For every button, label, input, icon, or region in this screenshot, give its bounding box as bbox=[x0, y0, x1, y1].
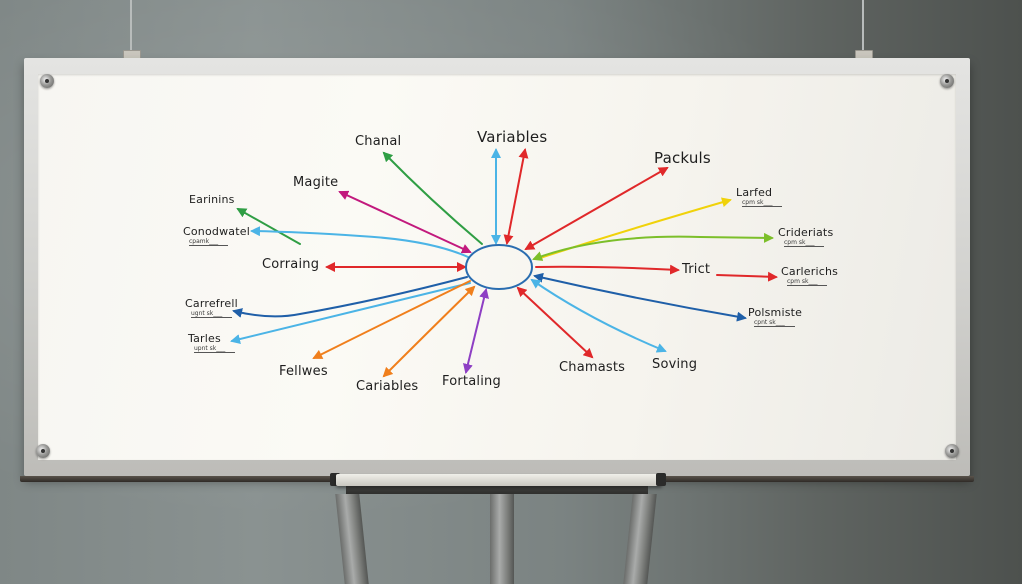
arrow-to-polsmiste bbox=[533, 272, 747, 322]
easel-tray-cap-left bbox=[330, 473, 340, 486]
node-sublabel-polsmiste: cpnt sk___ bbox=[754, 319, 795, 327]
node-sublabel-carrefrell: ugnt sk___ bbox=[191, 310, 233, 318]
node-label-chamasts: Chamasts bbox=[559, 360, 626, 375]
arrow-trict-to-carlerichs bbox=[716, 271, 778, 282]
arrow-to-tarles bbox=[230, 282, 471, 344]
node-label-carlerichs: Carlerichs bbox=[781, 265, 839, 278]
node-sublabel-crideriats: cpm sk___ bbox=[784, 239, 825, 247]
arrow-to-magite bbox=[338, 190, 472, 254]
node-label-larfed: Larfed bbox=[736, 186, 773, 199]
node-sublabel-larfed: cpm sk___ bbox=[742, 199, 783, 207]
arrow-to-fellwes bbox=[312, 280, 471, 359]
arrow-to-trict bbox=[535, 264, 680, 275]
node-label-chanal: Chanal bbox=[355, 134, 402, 149]
easel-crossbar bbox=[346, 485, 648, 494]
node-label-corraing: Corraing bbox=[262, 257, 320, 272]
corner-screw-icon bbox=[36, 444, 50, 458]
node-label-soving: Soving bbox=[652, 357, 698, 372]
node-label-variables-top: Variables bbox=[477, 128, 548, 146]
arrow-to-carrefrell bbox=[232, 276, 468, 318]
hanging-wire-right bbox=[862, 0, 864, 52]
arrow-to-chanal bbox=[382, 151, 483, 245]
node-label-fortaling: Fortaling bbox=[442, 374, 501, 389]
node-sublabel-conodwatel: cpamk___ bbox=[189, 238, 229, 246]
node-sublabel-tarles: upnt sk___ bbox=[194, 345, 236, 353]
node-label-trict: Trict bbox=[682, 262, 711, 277]
node-label-magite: Magite bbox=[293, 175, 339, 190]
arrow-to-fortaling bbox=[463, 288, 489, 374]
corner-screw-icon bbox=[940, 74, 954, 88]
arrow-to-chamasts bbox=[516, 286, 594, 359]
arrow-to-conodwatel bbox=[250, 226, 469, 258]
arrow-layer bbox=[230, 148, 778, 378]
node-label-carrefrell: Carrefrell bbox=[185, 297, 238, 310]
arrow-to-soving bbox=[530, 278, 667, 353]
hanging-wire-left bbox=[130, 0, 132, 52]
corner-screw-icon bbox=[40, 74, 54, 88]
whiteboard-surface bbox=[38, 74, 956, 460]
node-sublabel-carlerichs: cpm sk___ bbox=[787, 278, 828, 286]
easel-leg-center bbox=[490, 494, 514, 584]
node-label-crideriats: Crideriats bbox=[778, 226, 834, 239]
arrow-to-variables-red bbox=[503, 148, 529, 245]
easel-tray-cap-right bbox=[656, 473, 666, 486]
center-node-ellipse bbox=[465, 244, 533, 290]
arrow-to-earinins bbox=[236, 208, 301, 245]
node-label-tarles: Tarles bbox=[188, 332, 221, 345]
node-label-polsmiste: Polsmiste bbox=[748, 306, 803, 319]
node-label-cariables: Cariables bbox=[356, 379, 419, 394]
corner-screw-icon bbox=[945, 444, 959, 458]
node-label-fellwes: Fellwes bbox=[279, 364, 328, 379]
node-label-packuls: Packuls bbox=[654, 149, 711, 167]
arrow-to-crideriats bbox=[532, 232, 774, 261]
node-label-earinins: Earinins bbox=[189, 193, 235, 206]
node-label-conodwatel: Conodwatel bbox=[183, 225, 250, 238]
marker-tray bbox=[336, 474, 662, 486]
